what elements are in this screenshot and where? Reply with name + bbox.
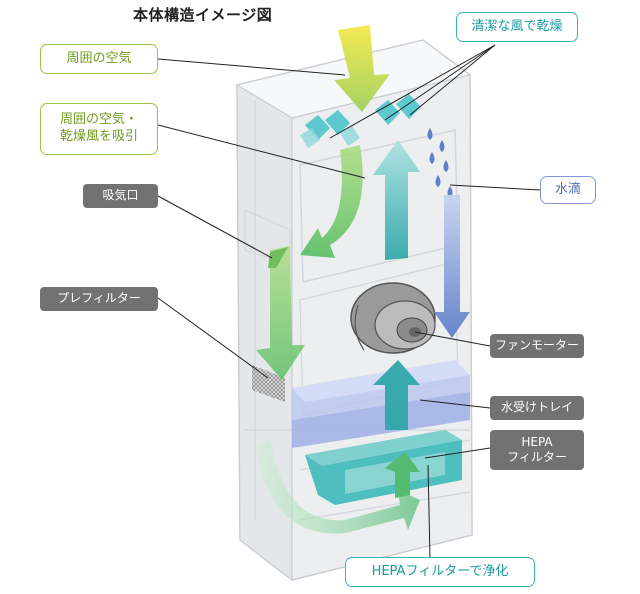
label-inlet: 吸気口 [83,184,158,208]
prefilter-mesh [252,365,285,402]
label-intake: 周囲の空気・ 乾燥風を吸引 [40,103,158,155]
label-clean-dry-air: 清潔な風で乾燥 [456,12,578,42]
incoming-air-arrow [334,25,390,112]
label-water-drops: 水滴 [540,176,596,204]
outlet-air-ribbons [300,94,421,148]
teal-up-arrows [373,140,420,430]
left-down-arrow [256,246,305,380]
label-hepa-filter: HEPA フィルター [490,430,584,470]
fan-motor [350,282,436,354]
label-ambient-air: 周囲の空気 [40,44,158,74]
label-hepa-purify: HEPAフィルターで浄化 [345,557,535,587]
label-prefilter: プレフィルター [40,287,158,311]
water-flow-arrow [434,195,470,338]
bottom-flow-arrow [255,440,420,534]
diagram-title: 本体構造イメージ図 [133,6,273,24]
label-fan-motor: ファンモーター [490,334,584,358]
label-tray: 水受けトレイ [490,396,584,420]
leader-lines [157,44,541,559]
